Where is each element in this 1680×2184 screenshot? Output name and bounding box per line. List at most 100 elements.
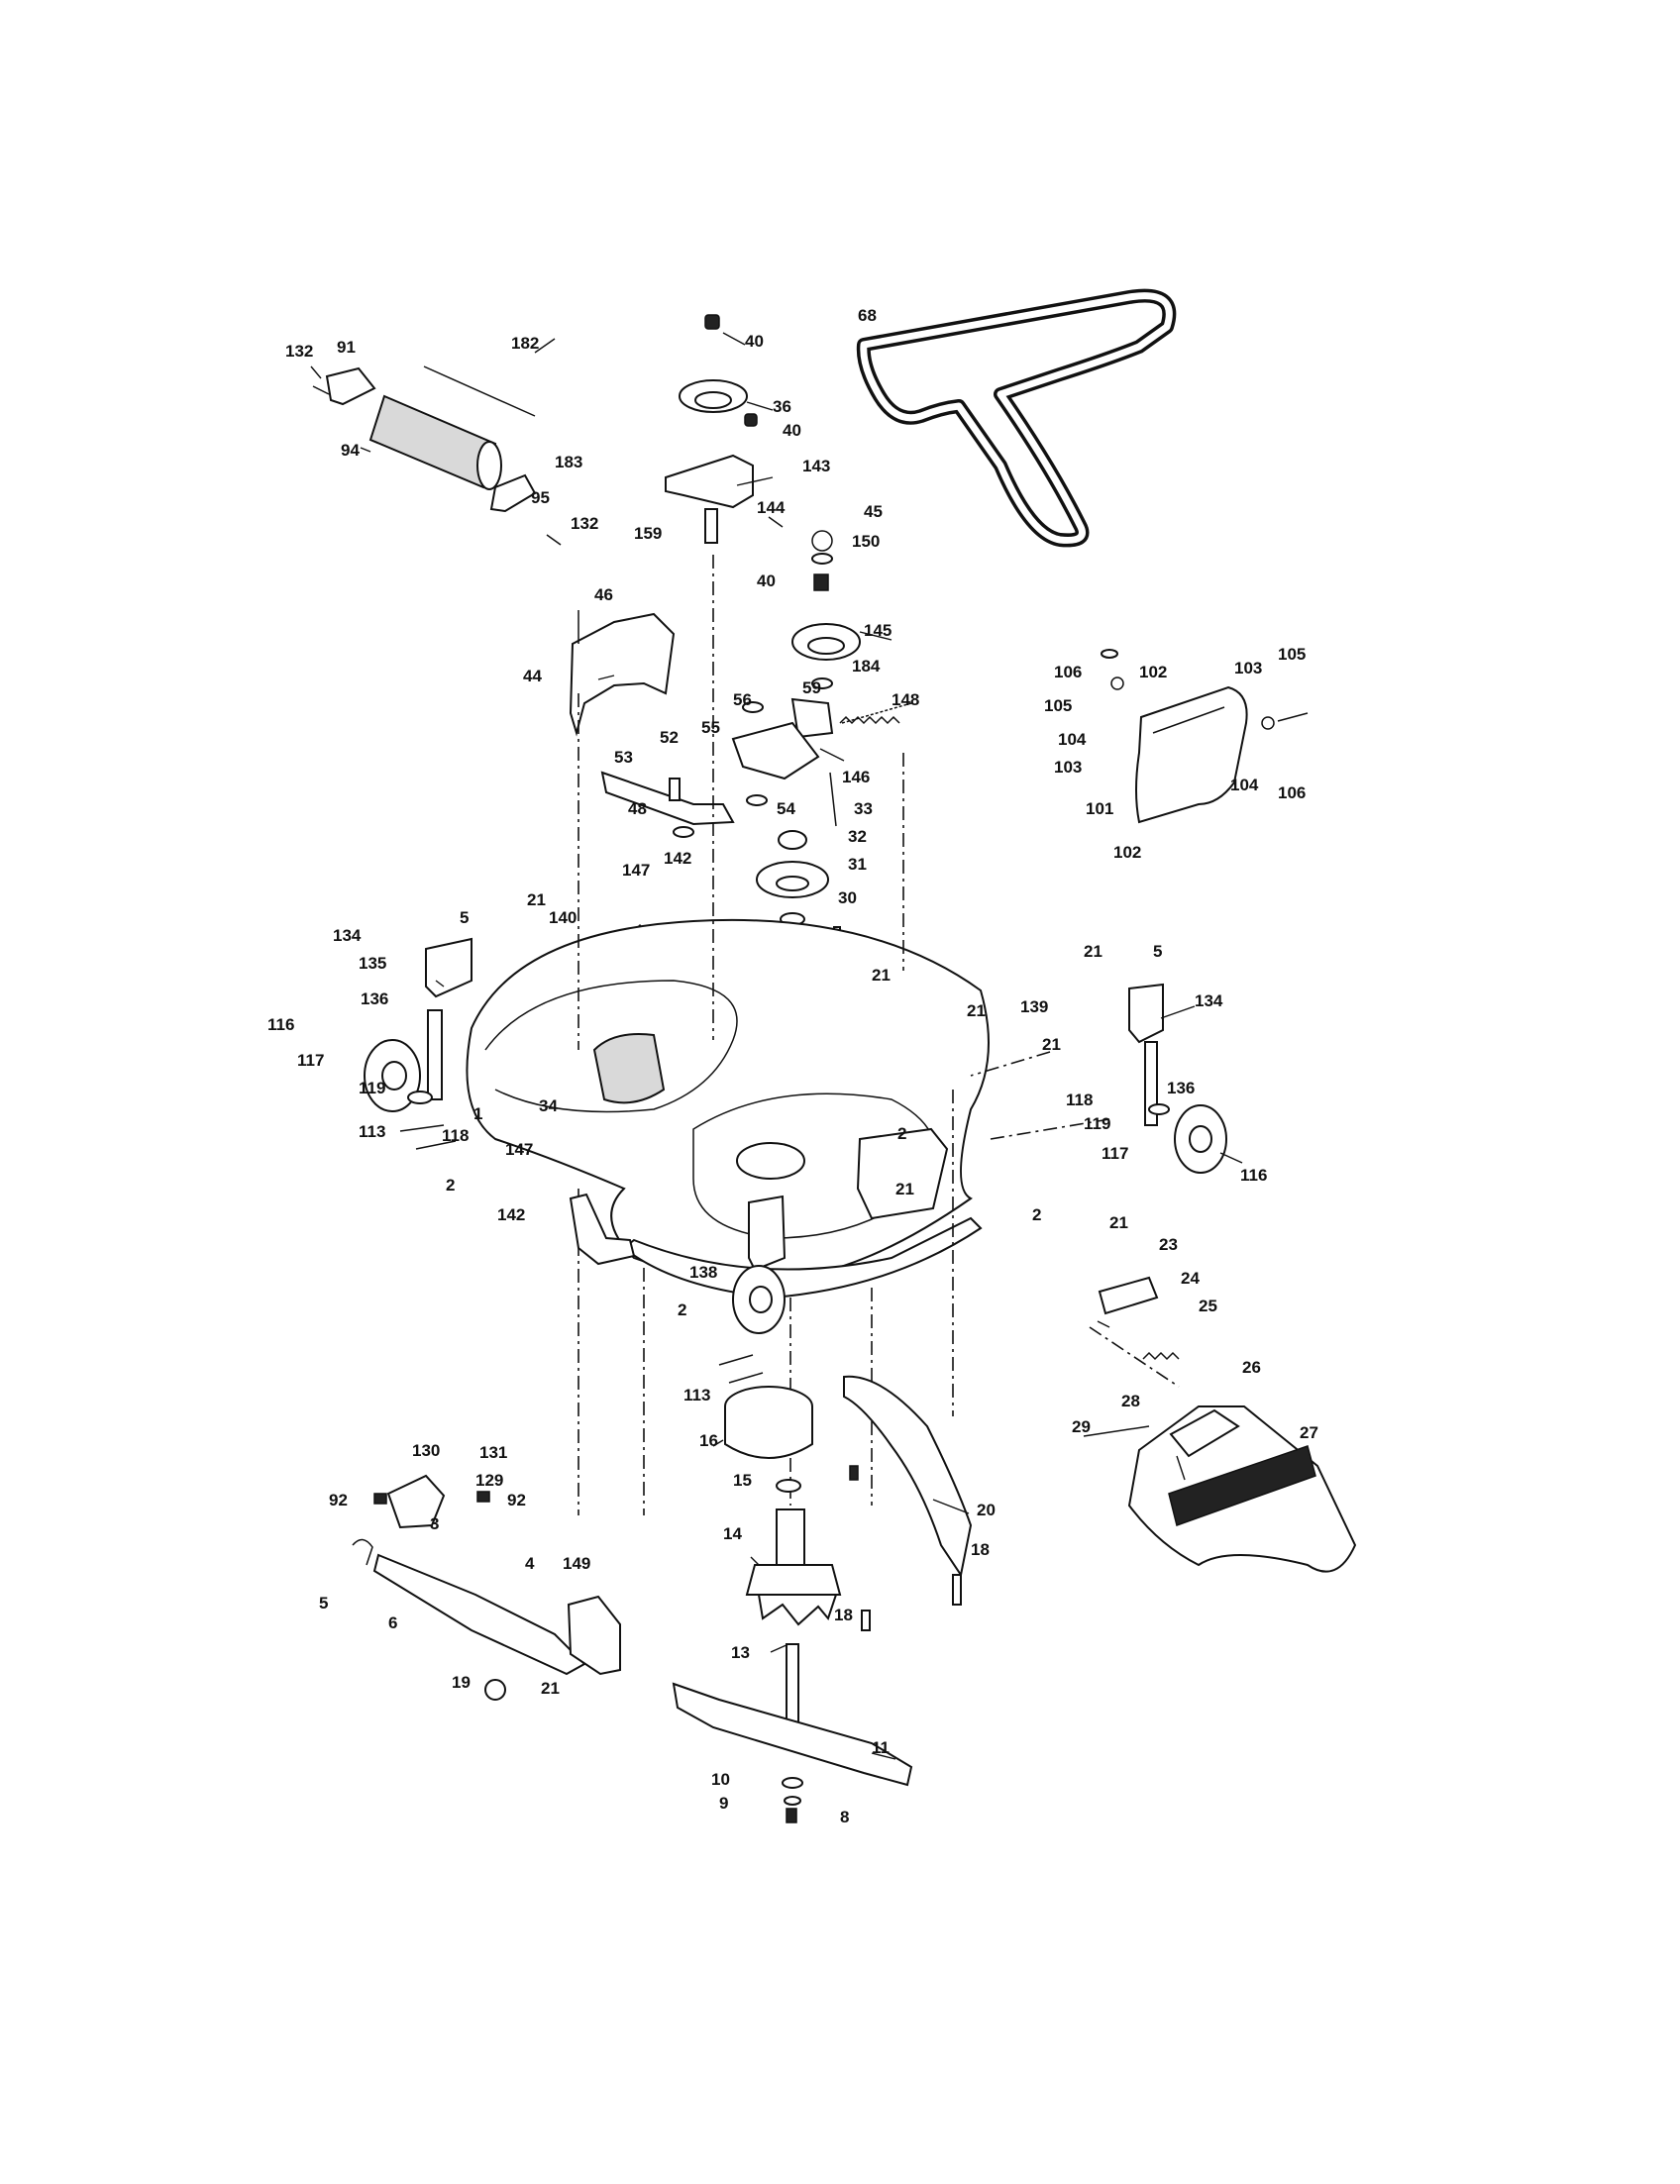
callout-14: 14 <box>723 1524 742 1543</box>
chute-deflector <box>1101 649 1309 824</box>
callout-132b: 132 <box>571 514 598 533</box>
callout-113b: 113 <box>683 1386 710 1404</box>
callout-6: 6 <box>388 1613 397 1632</box>
callout-21b: 21 <box>872 966 891 985</box>
callout-113: 113 <box>359 1122 385 1141</box>
callout-116: 116 <box>267 1015 294 1034</box>
leader-lines <box>310 332 1196 1760</box>
callout-8: 8 <box>840 1808 849 1826</box>
callout-104: 104 <box>1058 730 1087 749</box>
callout-26: 26 <box>1242 1358 1261 1377</box>
callout-53: 53 <box>614 748 633 767</box>
callout-45: 45 <box>864 502 883 521</box>
callout-142b: 142 <box>497 1205 525 1224</box>
right-gauge-wheel <box>1128 983 1243 1174</box>
callout-9: 9 <box>719 1794 728 1813</box>
shield-bracket <box>1098 1276 1180 1361</box>
callout-159: 159 <box>634 524 662 543</box>
callout-106b: 106 <box>1278 783 1306 802</box>
callout-92: 92 <box>329 1491 348 1509</box>
callout-40b: 40 <box>783 421 801 440</box>
roller-assembly <box>312 365 562 546</box>
callout-2d: 2 <box>1032 1205 1041 1224</box>
callout-104b: 104 <box>1230 776 1259 794</box>
assembly-lines <box>578 555 1180 1515</box>
callout-30: 30 <box>838 888 857 907</box>
callout-52: 52 <box>660 728 679 747</box>
callout-34: 34 <box>539 1096 558 1115</box>
callout-94: 94 <box>341 441 360 460</box>
callout-129: 129 <box>475 1471 503 1490</box>
callout-117b: 117 <box>1102 1144 1128 1163</box>
idler-bracket <box>731 701 837 827</box>
callout-136b: 136 <box>1167 1079 1195 1097</box>
callout-116b: 116 <box>1240 1166 1267 1185</box>
callout-10: 10 <box>711 1770 730 1789</box>
callout-130: 130 <box>412 1441 440 1460</box>
adjuster-bracket <box>373 1474 506 1701</box>
callout-184: 184 <box>852 657 881 676</box>
callout-117: 117 <box>297 1051 324 1070</box>
callout-21e: 21 <box>1084 942 1102 961</box>
callout-46: 46 <box>594 585 613 604</box>
callout-138: 138 <box>689 1263 717 1282</box>
callout-132: 132 <box>285 342 313 361</box>
callout-134b: 134 <box>1195 991 1223 1010</box>
idler-arm <box>600 771 735 838</box>
callout-95: 95 <box>531 488 550 507</box>
callout-134: 134 <box>333 926 362 945</box>
callout-142: 142 <box>664 849 691 868</box>
callout-183: 183 <box>555 453 582 471</box>
callout-36: 36 <box>773 397 791 416</box>
v-belt <box>856 288 1177 548</box>
callout-148: 148 <box>892 690 919 709</box>
callout-136: 136 <box>361 989 388 1008</box>
callout-145: 145 <box>864 621 892 640</box>
callout-146: 146 <box>842 768 870 786</box>
callout-numbers: 132 91 182 94 183 95 132 40 36 40 143 14… <box>267 306 1318 1826</box>
callout-140: 140 <box>549 908 577 927</box>
callout-119: 119 <box>359 1079 385 1097</box>
callout-144: 144 <box>757 498 786 517</box>
callout-105: 105 <box>1278 645 1306 664</box>
callout-147b: 147 <box>505 1140 533 1159</box>
callout-182: 182 <box>511 334 539 353</box>
callout-18b: 18 <box>834 1606 853 1624</box>
callout-55: 55 <box>701 718 720 737</box>
belt-guard <box>569 610 676 737</box>
callout-68: 68 <box>858 306 877 325</box>
callout-59: 59 <box>802 678 821 697</box>
callout-2b: 2 <box>678 1300 686 1319</box>
callout-92b: 92 <box>507 1491 526 1509</box>
mower-blade <box>672 1682 913 1823</box>
front-gauge-wheel <box>718 1195 787 1384</box>
callout-28: 28 <box>1121 1392 1140 1410</box>
callout-54: 54 <box>777 799 795 818</box>
callout-106: 106 <box>1054 663 1082 681</box>
callout-29: 29 <box>1072 1417 1091 1436</box>
callout-27: 27 <box>1300 1423 1318 1442</box>
callout-15: 15 <box>733 1471 752 1490</box>
callout-21h: 21 <box>541 1679 560 1698</box>
callout-40: 40 <box>745 332 764 351</box>
callout-102b: 102 <box>1113 843 1141 862</box>
callout-3: 3 <box>430 1514 439 1533</box>
callout-21c: 21 <box>967 1001 986 1020</box>
callout-23: 23 <box>1159 1235 1178 1254</box>
anchor-bracket <box>569 1193 636 1266</box>
callout-20: 20 <box>977 1501 996 1519</box>
callout-4: 4 <box>525 1554 535 1573</box>
spindle-housing <box>724 1386 813 1493</box>
callout-13: 13 <box>731 1643 750 1662</box>
callout-91: 91 <box>337 338 356 357</box>
callout-31: 31 <box>848 855 867 874</box>
callout-21d: 21 <box>895 1180 914 1198</box>
callout-2c: 2 <box>897 1124 906 1143</box>
spindle <box>745 1508 842 1626</box>
callout-44: 44 <box>523 667 542 685</box>
callout-101: 101 <box>1086 799 1113 818</box>
callout-149: 149 <box>563 1554 590 1573</box>
callout-119b: 119 <box>1084 1114 1110 1133</box>
callout-150: 150 <box>852 532 880 551</box>
